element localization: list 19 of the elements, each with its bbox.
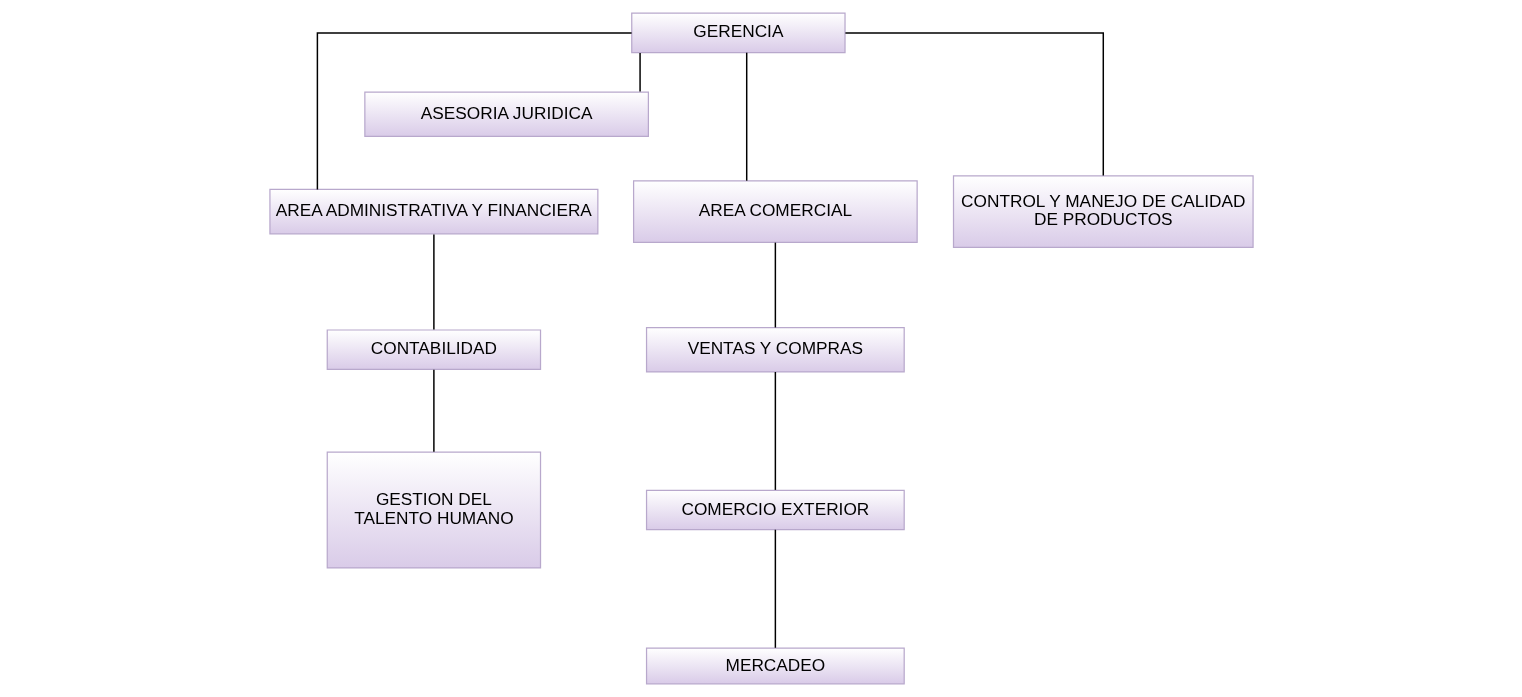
node-box: MERCADEO <box>645 647 905 685</box>
connector <box>316 32 632 191</box>
node-box: VENTAS Y COMPRAS <box>645 326 905 373</box>
node-box: GERENCIA <box>630 12 846 54</box>
connector <box>774 241 776 329</box>
node-box: ASESORIA JURIDICA <box>363 91 649 138</box>
node-box: AREA ADMINISTRATIVA Y FINANCIERA <box>268 188 598 235</box>
node-box: AREA COMERCIAL <box>632 180 918 244</box>
connector <box>432 233 435 331</box>
connector <box>774 371 776 491</box>
node-box: CONTABILIDAD <box>326 329 541 371</box>
node-box: CONTROL Y MANEJO DE CALIDAD DE PRODUCTOS <box>952 175 1254 249</box>
connector <box>844 32 1104 177</box>
connector <box>638 52 641 93</box>
connector <box>432 368 435 453</box>
node-box: COMERCIO EXTERIOR <box>645 489 905 531</box>
connector <box>745 52 747 182</box>
connector <box>774 529 776 649</box>
node-box: GESTION DEL TALENTO HUMANO <box>326 451 541 569</box>
